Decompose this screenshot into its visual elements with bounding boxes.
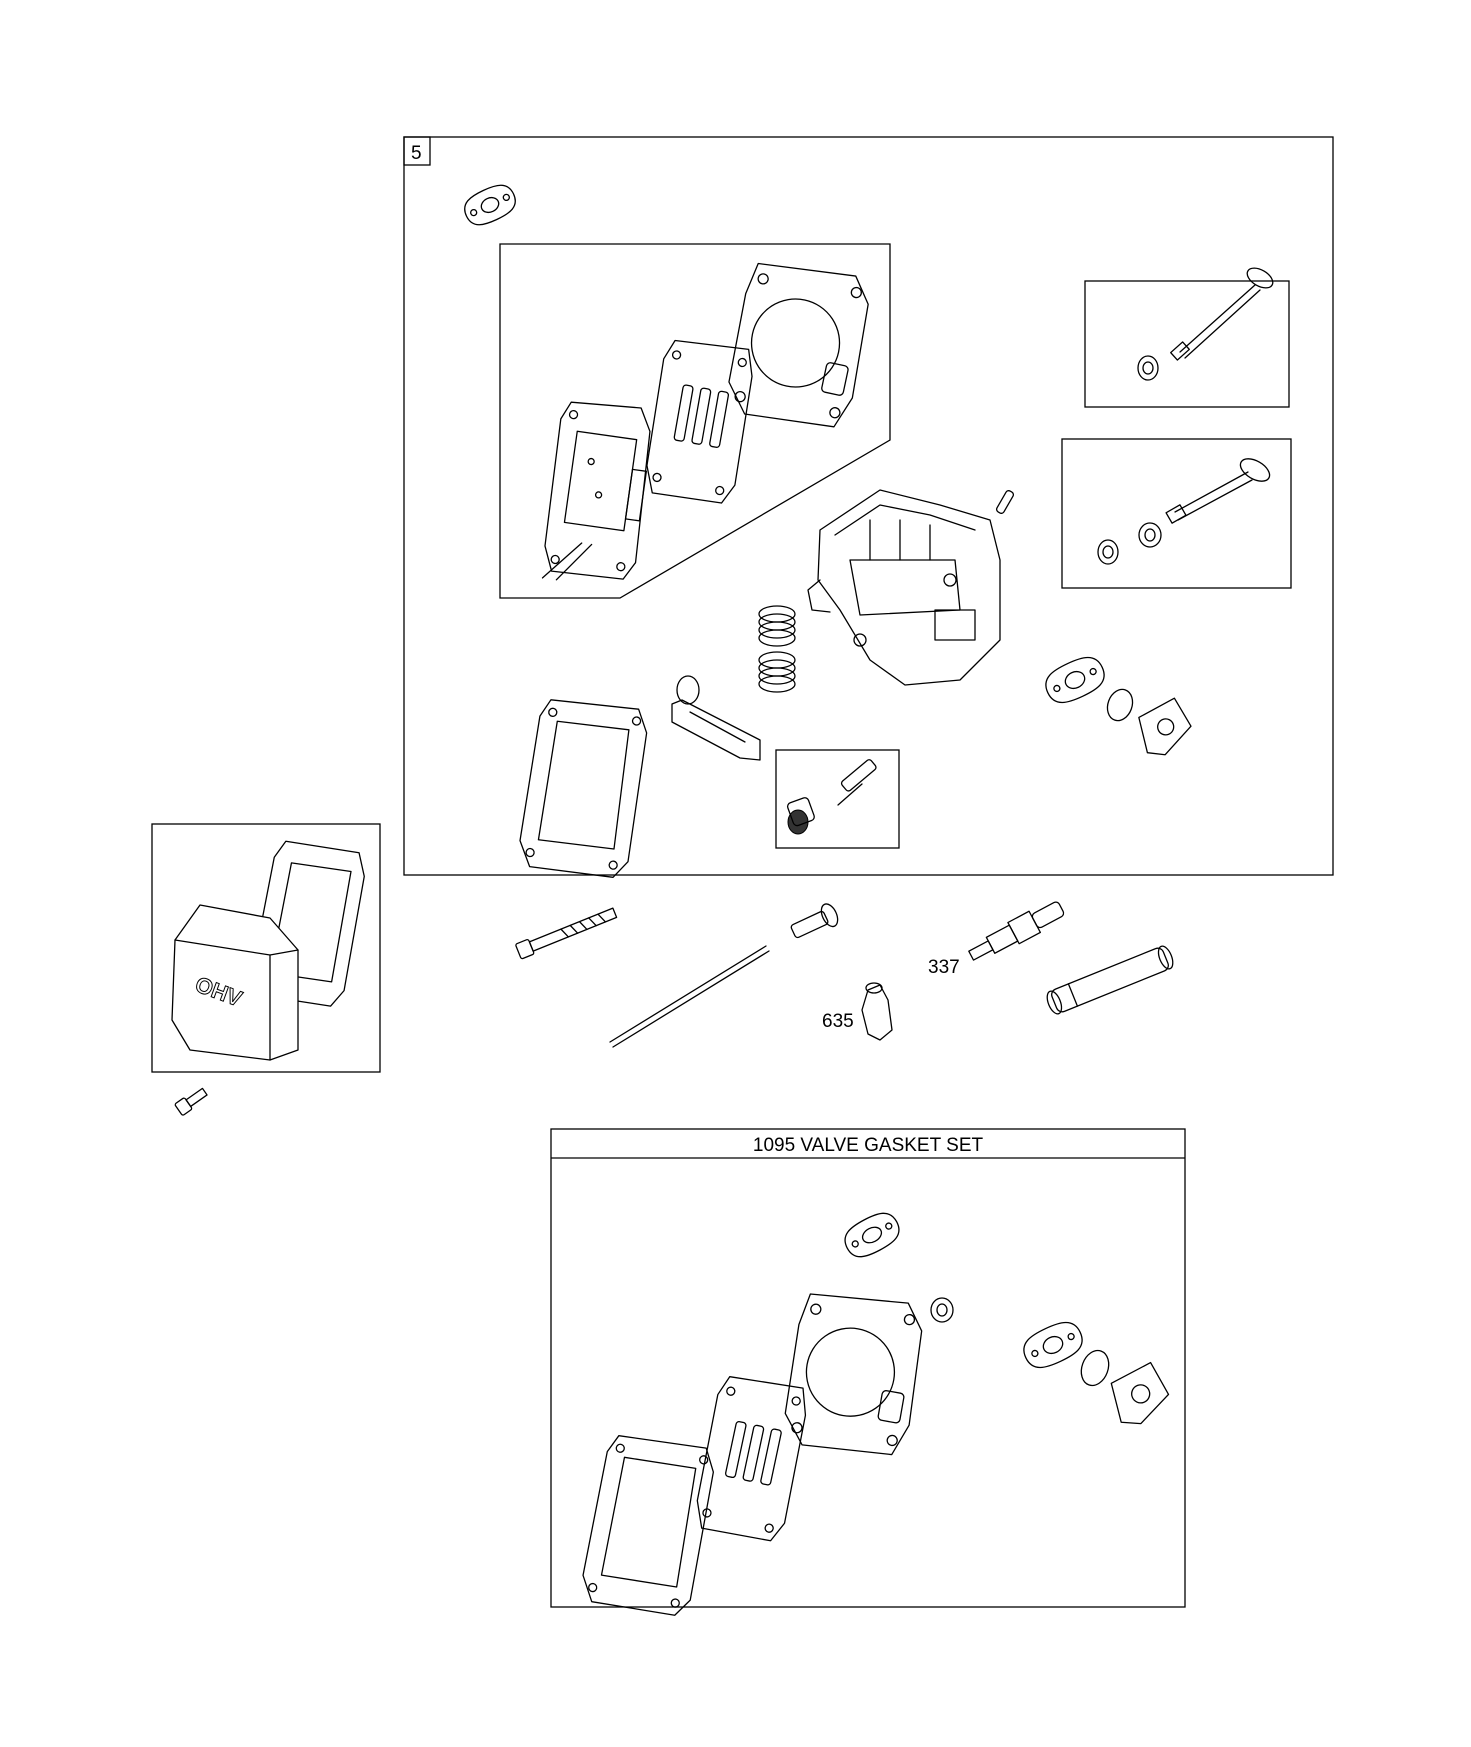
kit-5-number-box <box>403 136 431 166</box>
cylinder-head-kit-group: 5 <box>403 136 1334 884</box>
set-valve-cover-gasket[interactable] <box>576 1428 722 1621</box>
set-intake-gasket[interactable] <box>839 1207 904 1263</box>
set-exhaust-seal-ring[interactable] <box>1077 1347 1114 1390</box>
o-ring[interactable] <box>676 675 700 705</box>
gasket-subkit-frame <box>499 243 891 599</box>
exhaust-flange-gasket[interactable] <box>1133 696 1197 760</box>
valve-spring-lower[interactable] <box>758 651 796 693</box>
pivot-nut[interactable] <box>786 797 815 835</box>
set-push-rod-gasket[interactable] <box>690 1371 813 1545</box>
rocker-stud[interactable] <box>837 759 877 806</box>
cylinder-head-gasket[interactable] <box>721 254 877 435</box>
valve-gasket-set-box <box>550 1128 1186 1608</box>
intake-valve-box <box>1061 438 1292 589</box>
valve-gasket-set-title: 1095 VALVE GASKET SET <box>753 1135 984 1156</box>
rocker-cover[interactable]: OHV <box>171 904 299 1061</box>
exhaust-valve-box <box>1084 280 1290 408</box>
rocker-stud-box <box>775 749 900 849</box>
valve-spring-upper[interactable] <box>758 605 796 647</box>
kit-5-number: 5 <box>411 143 422 164</box>
intake-valve-retainer[interactable] <box>1097 539 1119 565</box>
valve-gasket-set-group: 1095 VALVE GASKET SET <box>550 1128 1186 1621</box>
rocker-cover-box <box>151 823 381 1073</box>
callout-635: 635 <box>822 1011 854 1032</box>
spark-plug[interactable] <box>966 897 1067 966</box>
kit-5-frame <box>403 136 1334 876</box>
push-rod-gasket[interactable] <box>640 335 758 507</box>
rocker-cover-screw[interactable] <box>174 1086 209 1116</box>
cylinder-head[interactable] <box>807 489 1001 686</box>
exhaust-gasket[interactable] <box>1040 651 1110 709</box>
valve-stem-seal[interactable] <box>1138 522 1162 548</box>
valve-plate[interactable] <box>539 397 657 590</box>
push-rod[interactable] <box>609 945 770 1048</box>
push-rod-guide[interactable] <box>788 901 841 943</box>
head-bolt[interactable] <box>515 905 618 960</box>
rocker-arm[interactable] <box>671 699 761 761</box>
spark-plug-wrench[interactable] <box>1044 944 1175 1016</box>
valve-cover-gasket[interactable] <box>514 693 655 884</box>
rocker-cover-group: OHV <box>151 823 381 1073</box>
dowel-pin[interactable] <box>995 490 1015 515</box>
set-exhaust-flange-gasket[interactable] <box>1105 1361 1174 1430</box>
set-cylinder-head-gasket[interactable] <box>778 1285 930 1462</box>
callout-337: 337 <box>928 957 960 978</box>
exhaust-seal-ring[interactable] <box>1103 686 1136 724</box>
set-exhaust-gasket[interactable] <box>1018 1316 1088 1374</box>
intake-gasket[interactable] <box>460 180 521 231</box>
intake-valve[interactable] <box>1165 454 1273 524</box>
exhaust-valve[interactable] <box>1170 264 1276 361</box>
exhaust-valve-retainer[interactable] <box>1137 355 1159 381</box>
set-valve-stem-seal[interactable] <box>930 1297 954 1323</box>
spark-plug-boot[interactable] <box>861 982 893 1041</box>
